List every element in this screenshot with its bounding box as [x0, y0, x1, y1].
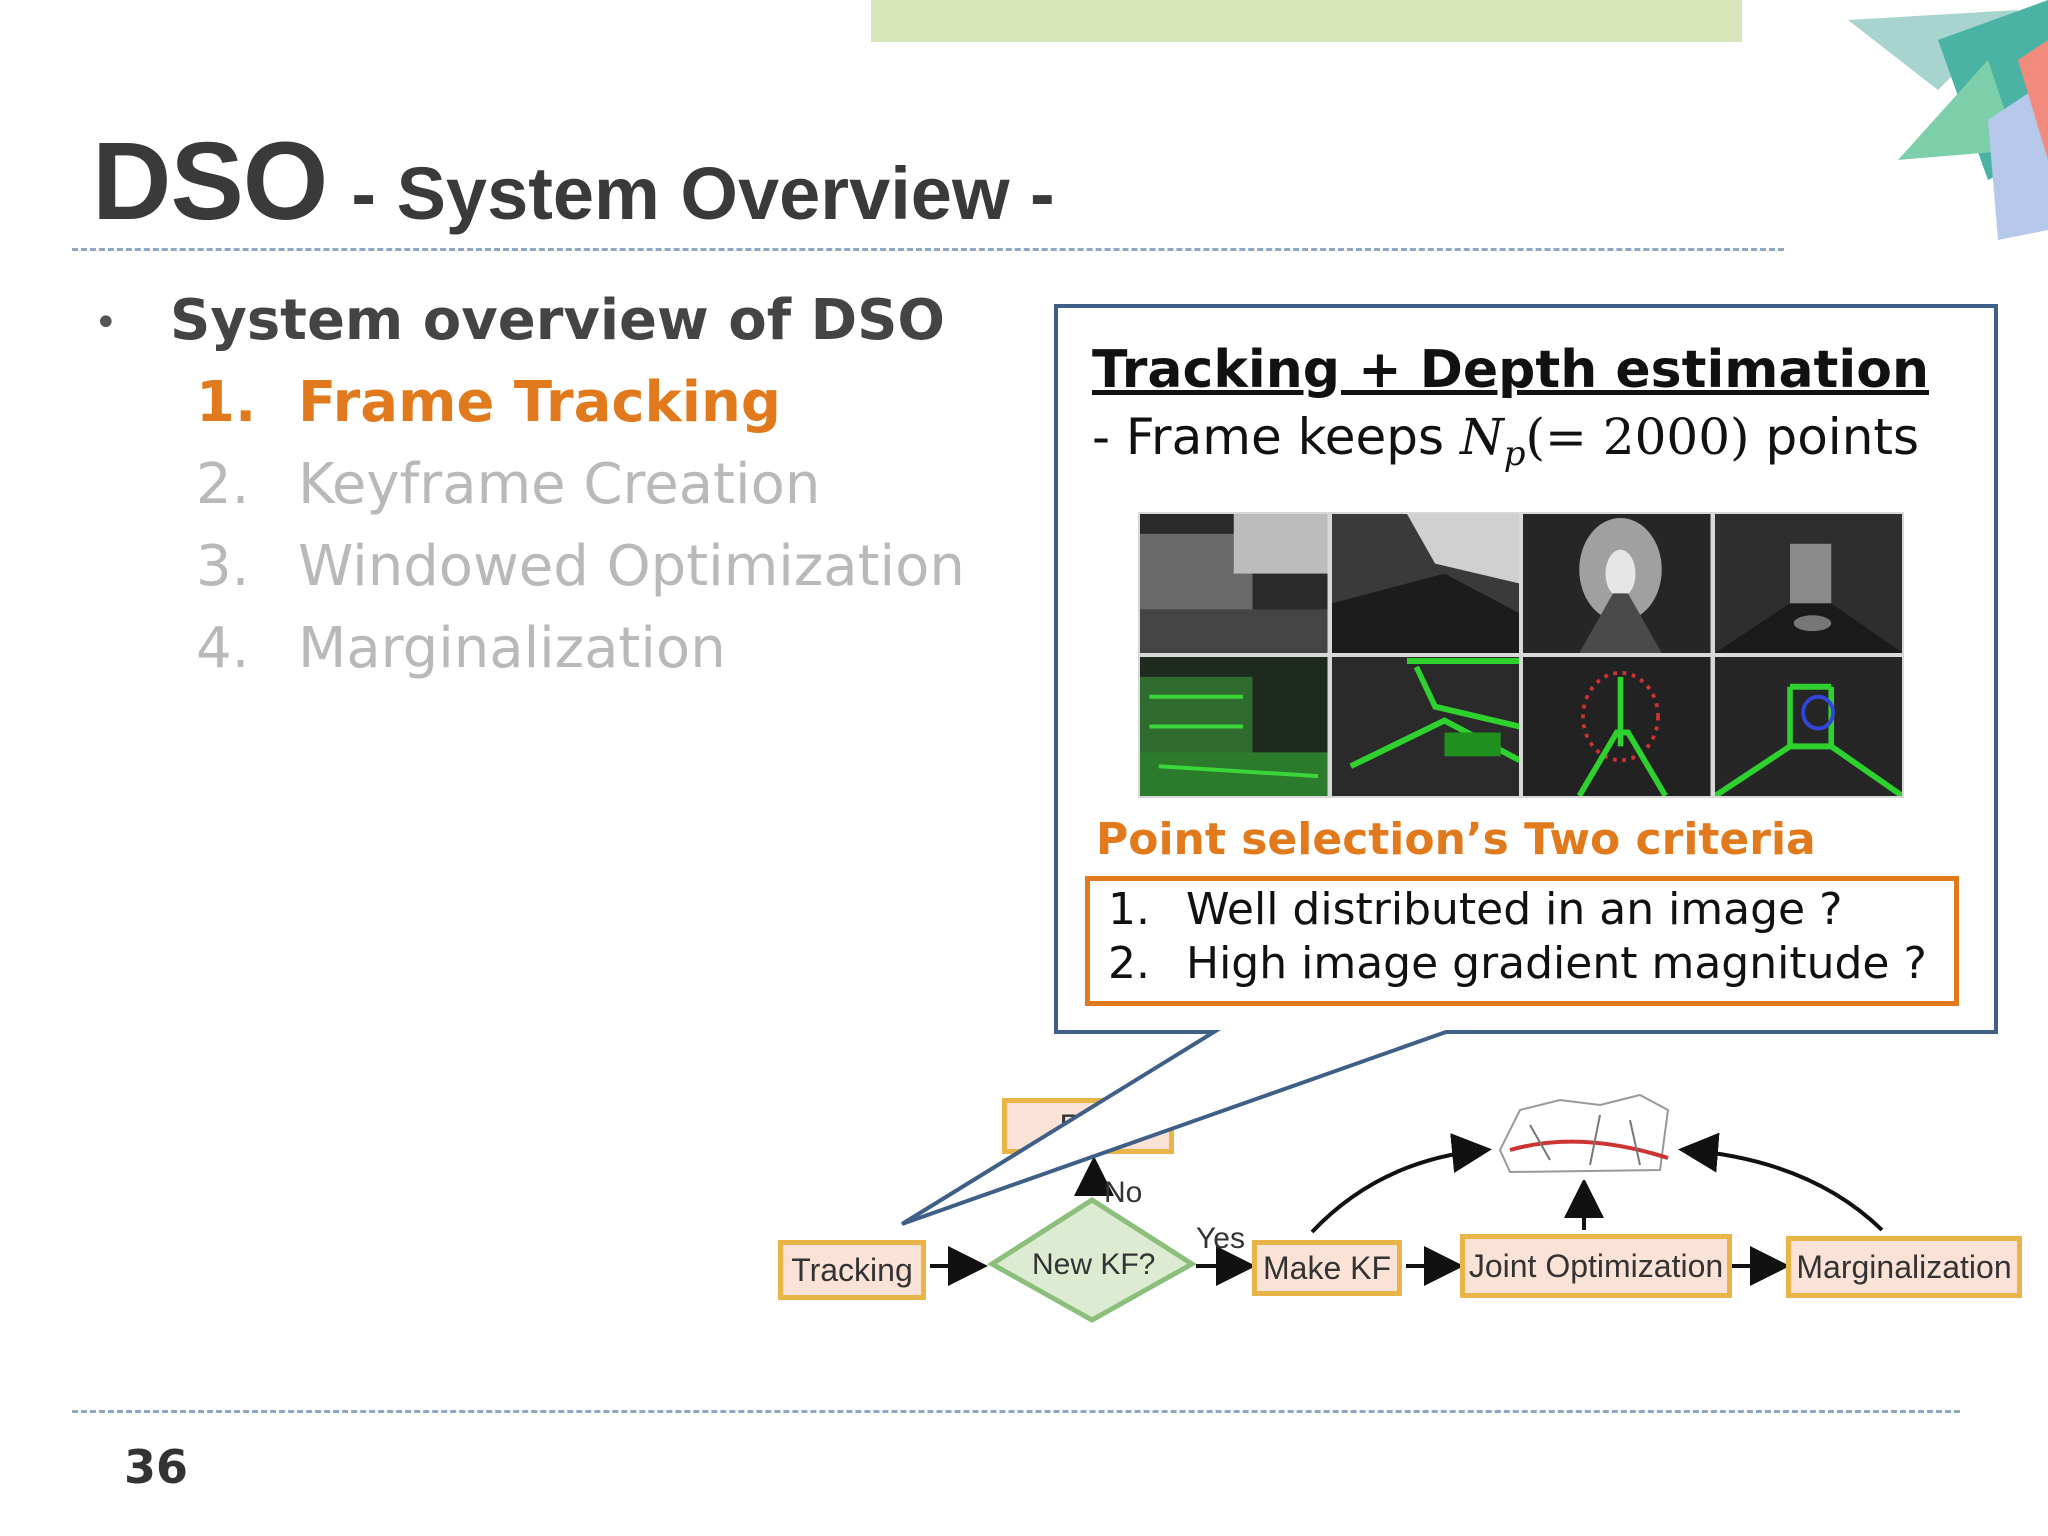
callout-points-line: - Frame keeps Np(= 2000) points [1092, 408, 1919, 474]
step-number: 4. [196, 616, 250, 681]
step-windowed-optimization: 3. Windowed Optimization [196, 534, 965, 599]
criterion-text: Well distributed in an image ? [1186, 884, 1843, 935]
step-number: 3. [196, 534, 250, 599]
marginalization-box: Marginalization [1786, 1236, 2022, 1298]
points-prefix: - Frame keeps [1092, 408, 1460, 466]
corridor-points-image [1523, 657, 1711, 796]
corridor-frame-image [1523, 514, 1711, 653]
step-label: Frame Tracking [298, 370, 781, 435]
page-number: 36 [124, 1440, 189, 1494]
step-number: 2. [196, 452, 250, 517]
step-number: 1. [196, 370, 257, 435]
hallway-frame-image [1714, 514, 1902, 653]
window-frame-image [1331, 514, 1519, 653]
callout-heading: Tracking + Depth estimation [1092, 340, 1929, 400]
outdoor-points-image [1140, 657, 1328, 796]
title-divider [72, 248, 1784, 251]
step-label: Keyframe Creation [298, 452, 821, 517]
new-kf-label: New KF? [1032, 1248, 1156, 1281]
criterion-number: 1. [1108, 884, 1150, 935]
criterion-item: 2. High image gradient magnitude ? [1108, 938, 1927, 989]
points-formula: Np(= 2000) [1460, 408, 1750, 474]
window-points-image [1331, 657, 1519, 796]
criteria-box [1085, 876, 1959, 1006]
point-cloud-thumbnail [1494, 1090, 1674, 1180]
tracking-image-grid [1138, 512, 1904, 798]
step-label: Marginalization [298, 616, 726, 681]
footer-divider [72, 1410, 1960, 1413]
points-suffix: points [1749, 408, 1920, 466]
step-marginalization: 4. Marginalization [196, 616, 726, 681]
title-main: DSO [92, 120, 328, 243]
tracking-box: Tracking [778, 1240, 926, 1300]
top-decorative-band [871, 0, 1742, 42]
bullet-dot-icon: • [94, 300, 118, 346]
make-kf-box: Make KF [1252, 1240, 1402, 1296]
bullet-heading: System overview of DSO [170, 288, 946, 353]
title-sub: - System Overview - [351, 152, 1055, 235]
criterion-number: 2. [1108, 938, 1150, 989]
slide-title: DSO - System Overview - [92, 118, 1055, 245]
math-value: (= 2000) [1525, 408, 1750, 466]
corner-decoration [1848, 0, 2048, 240]
criterion-text: High image gradient magnitude ? [1186, 938, 1927, 989]
yes-label: Yes [1196, 1222, 1245, 1255]
criteria-title: Point selection’s Two criteria [1096, 814, 1816, 865]
step-keyframe-creation: 2. Keyframe Creation [196, 452, 820, 517]
math-subscript: p [1503, 434, 1526, 474]
no-label: No [1104, 1176, 1143, 1209]
math-symbol: N [1460, 408, 1504, 466]
joint-optimization-box: Joint Optimization [1460, 1234, 1732, 1298]
criterion-item: 1. Well distributed in an image ? [1108, 884, 1842, 935]
new-kf-diamond [987, 1197, 1197, 1323]
step-label: Windowed Optimization [298, 534, 965, 599]
hallway-points-image [1714, 657, 1902, 796]
outdoor-frame-image [1140, 514, 1328, 653]
step-frame-tracking: 1. Frame Tracking [196, 370, 781, 435]
